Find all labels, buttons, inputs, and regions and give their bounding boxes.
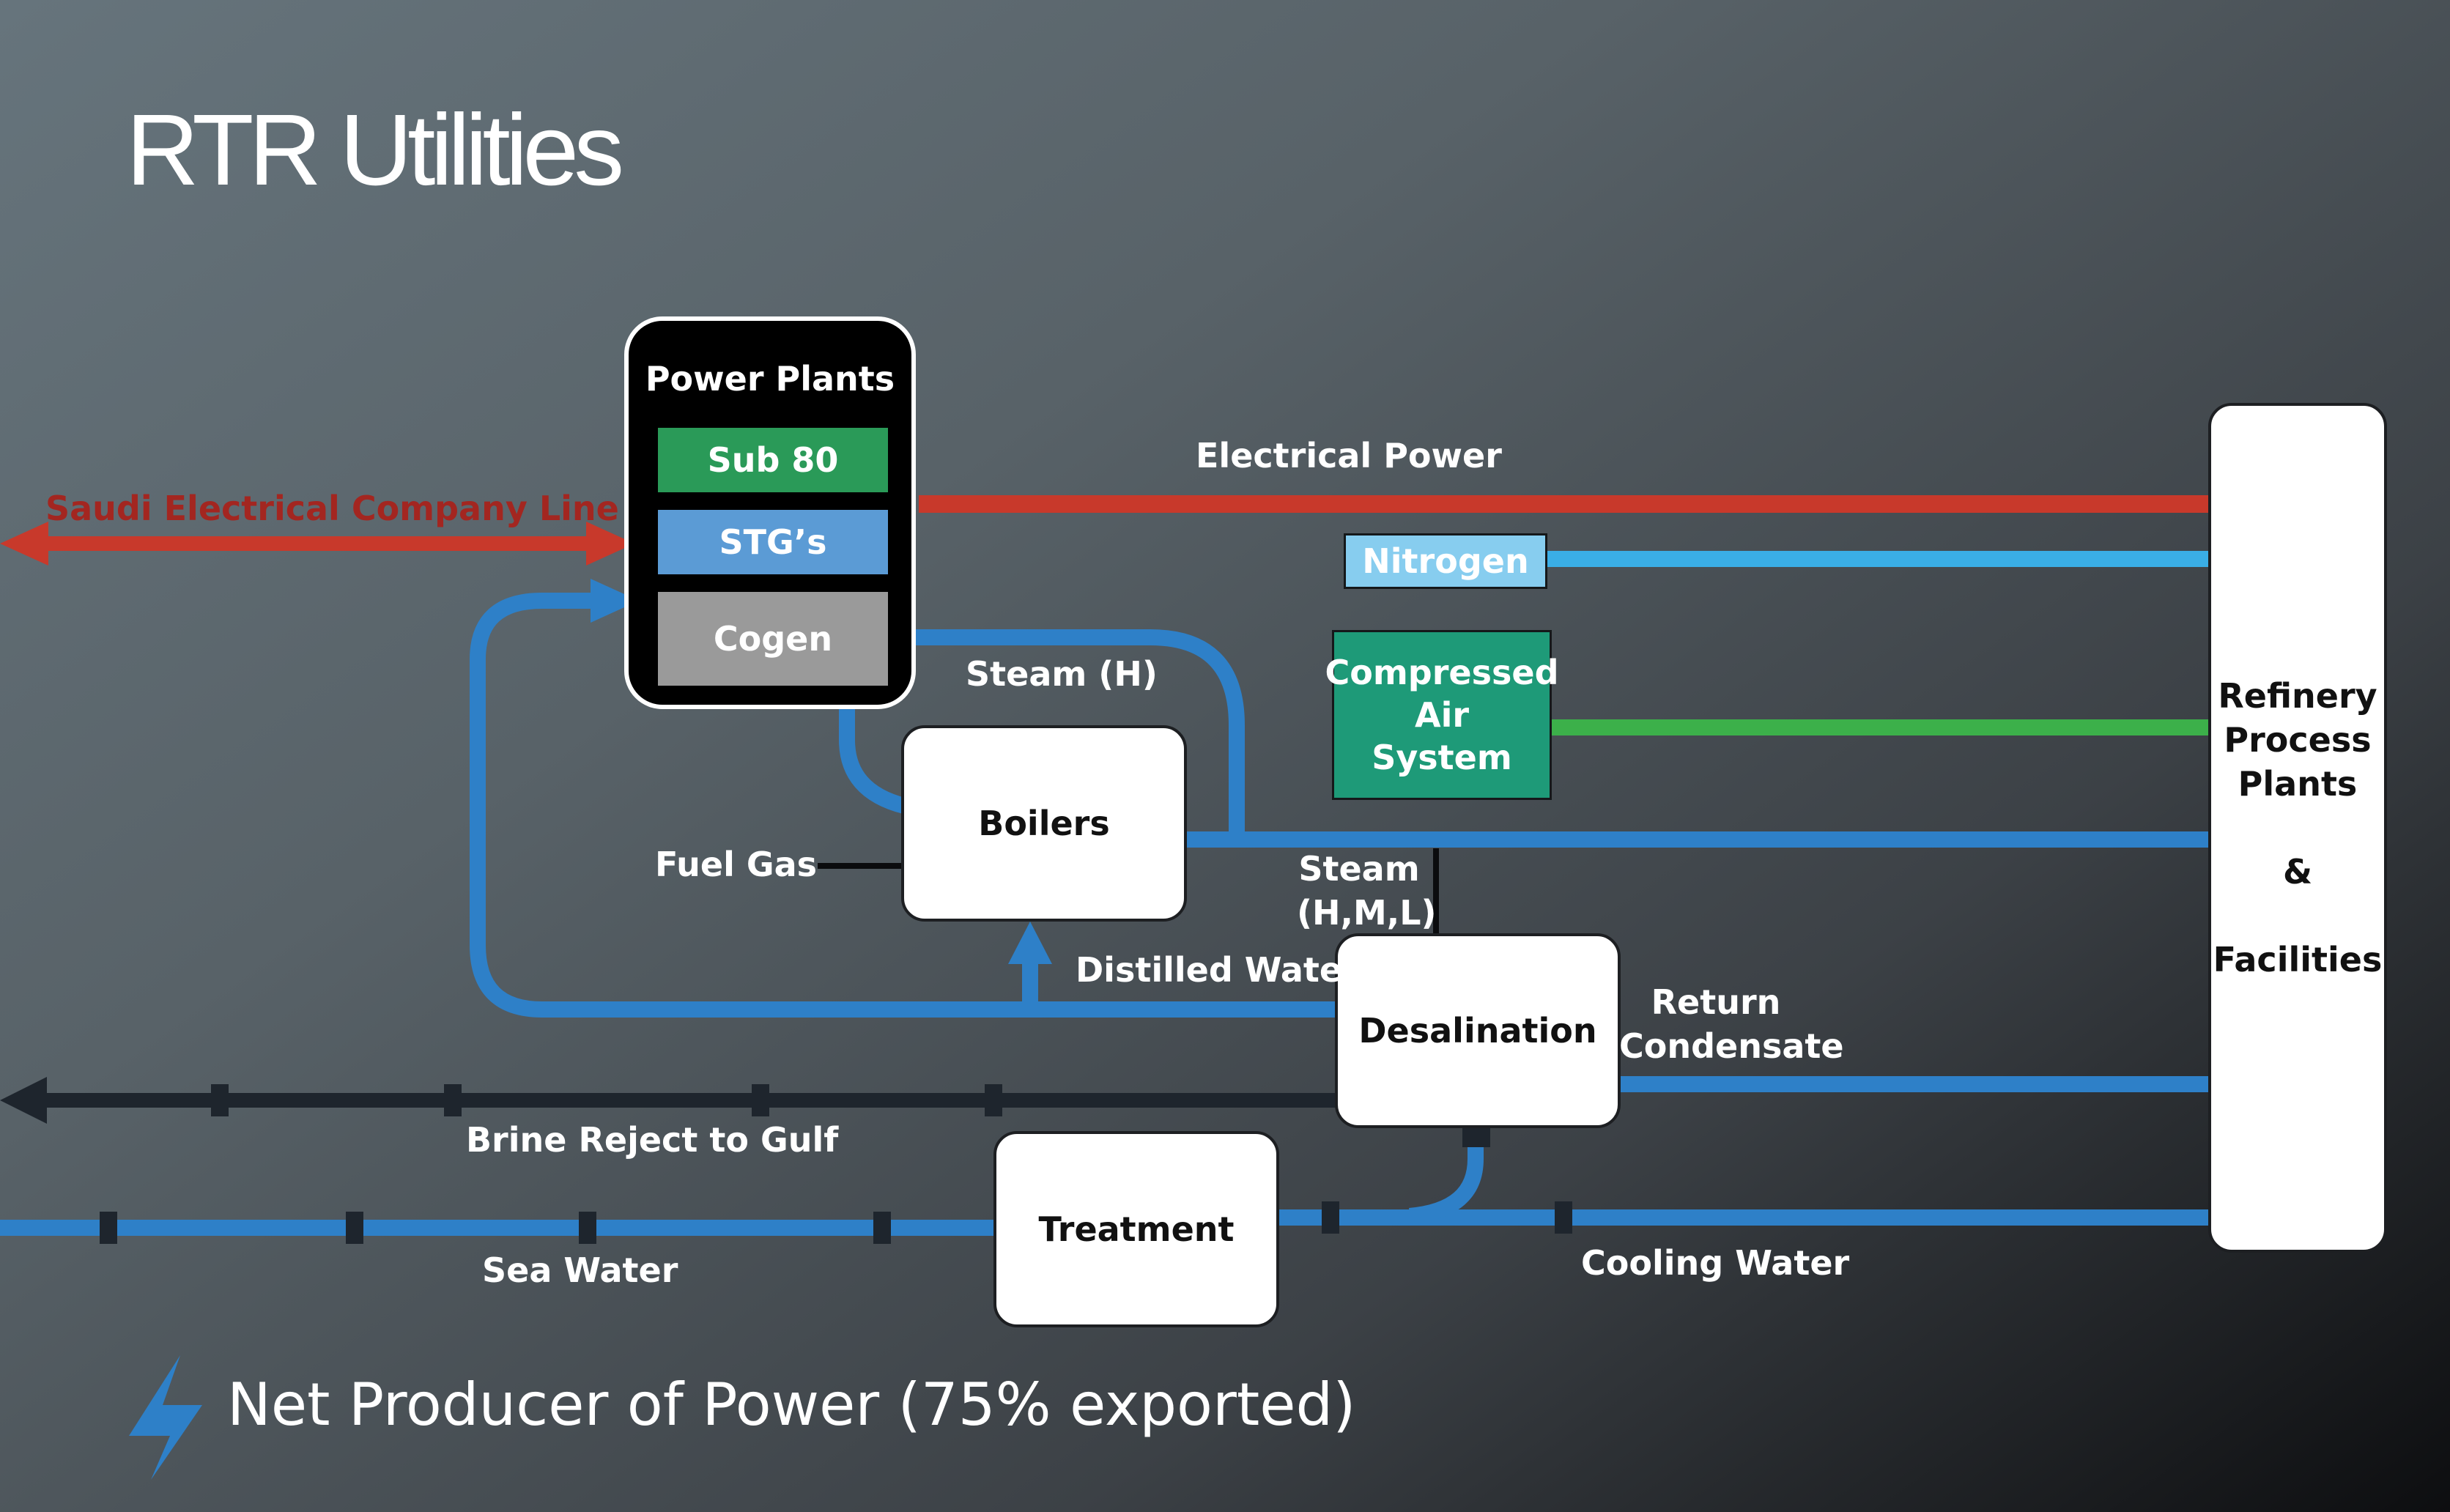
return-condensate-label: Return Condensate bbox=[1619, 982, 1844, 1066]
cogen-boiler-link bbox=[839, 709, 906, 814]
treatment-box: Treatment bbox=[993, 1131, 1279, 1327]
saudi-line-label: Saudi Electrical Company Line bbox=[45, 489, 619, 528]
brine-reject-line bbox=[0, 1077, 1338, 1124]
sea-water-line bbox=[0, 1212, 996, 1244]
desal-outlet-marker bbox=[1462, 1128, 1490, 1147]
sea-water-label: Sea Water bbox=[482, 1250, 678, 1290]
brine-reject-label: Brine Reject to Gulf bbox=[466, 1120, 839, 1160]
sub80-block: Sub 80 bbox=[658, 428, 888, 492]
stg-block: STG’s bbox=[658, 510, 888, 574]
desal-cooling-link bbox=[1408, 1128, 1484, 1224]
desalination-box: Desalination bbox=[1335, 933, 1621, 1128]
boiler-feed-arrowhead bbox=[1008, 922, 1052, 964]
cooling-water-label: Cooling Water bbox=[1581, 1243, 1850, 1283]
power-plants-title: Power Plants bbox=[645, 359, 895, 399]
steam-hml-label: Steam (H,M,L) bbox=[1297, 849, 1437, 933]
refinery-box: Refinery Process Plants & Facilities bbox=[2208, 403, 2387, 1253]
loop-arrowhead bbox=[591, 579, 639, 623]
distilled-water-label: Distilled Water bbox=[1076, 950, 1359, 990]
cogen-block: Cogen bbox=[658, 592, 888, 686]
saudi-line-arrow bbox=[0, 522, 634, 566]
steam-h-pipe bbox=[916, 629, 1245, 841]
power-plants-box: Power Plants Sub 80 STG’s Cogen bbox=[624, 316, 916, 709]
electrical-power-label: Electrical Power bbox=[1196, 436, 1502, 475]
fuel-gas-label: Fuel Gas bbox=[655, 845, 818, 884]
distilled-water-loop bbox=[470, 593, 1335, 1018]
lightning-bolt-icon bbox=[129, 1355, 202, 1480]
steam-h-label: Steam (H) bbox=[966, 654, 1158, 694]
compressed-air-tag: Compressed Air System bbox=[1325, 630, 1559, 800]
page-title: RTR Utilities bbox=[126, 94, 624, 207]
boilers-box: Boilers bbox=[901, 725, 1187, 922]
nitrogen-tag: Nitrogen bbox=[1344, 533, 1547, 589]
footer-note: Net Producer of Power (75% exported) bbox=[227, 1371, 1356, 1439]
